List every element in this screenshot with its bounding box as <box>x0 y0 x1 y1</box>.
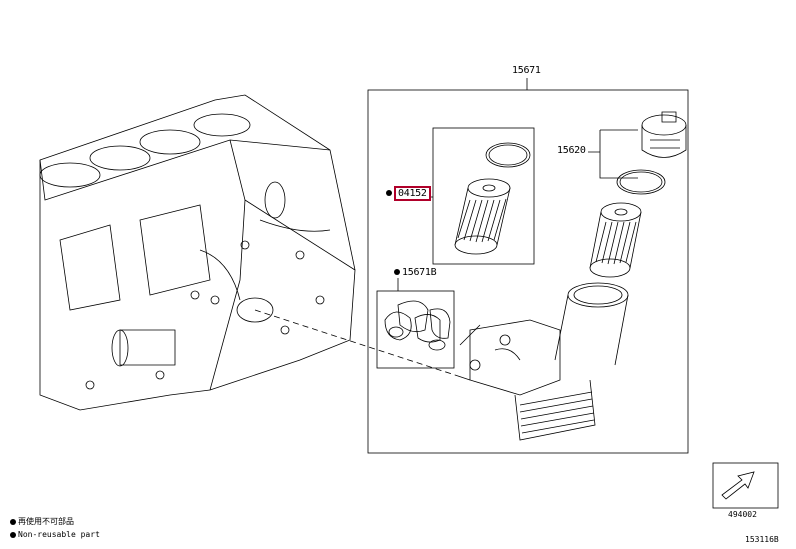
callout-cap: 15620 <box>557 145 586 156</box>
legend-en: Non-reusable part <box>10 531 100 539</box>
non-reusable-marker <box>394 269 400 275</box>
engine-block-illustration <box>39 94 356 411</box>
legend-marker <box>10 531 16 538</box>
nav-box[interactable] <box>713 463 778 508</box>
gasket-set-box <box>376 290 455 369</box>
nav-box-code: 494002 <box>728 510 757 519</box>
arrow-icon <box>721 471 755 500</box>
assembly-frame <box>367 89 689 454</box>
figure-code: 153116B <box>745 535 779 544</box>
leader-dashed <box>254 309 456 376</box>
callout-filter-element-highlight: 04152 <box>394 186 431 201</box>
legend-jp: 再使用不可部品 <box>10 518 74 526</box>
callout-assembly: 15671 <box>512 65 541 76</box>
legend-marker <box>10 518 16 525</box>
non-reusable-marker <box>386 190 392 196</box>
filter-element-box <box>432 127 535 265</box>
nav-box-frame <box>712 462 779 509</box>
callout-gasket-set: 15671B <box>394 268 437 278</box>
callout-filter-element[interactable]: 04152 <box>386 186 431 201</box>
